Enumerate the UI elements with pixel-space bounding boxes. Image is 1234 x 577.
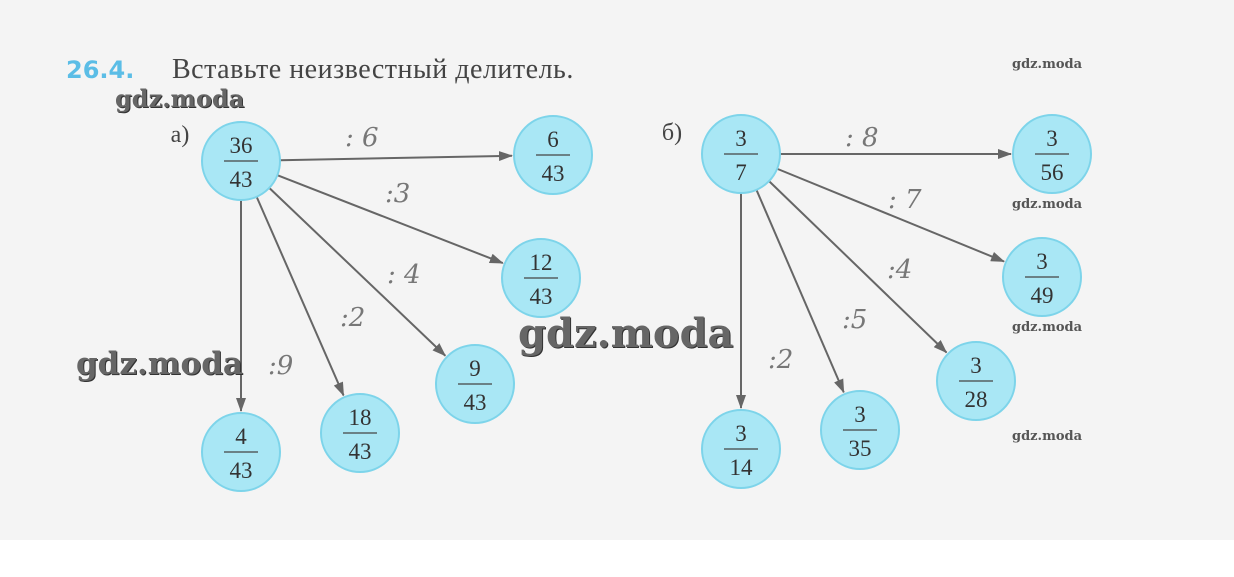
arrow xyxy=(276,174,504,265)
target-fraction-denominator: 56 xyxy=(1041,160,1064,185)
arrow xyxy=(279,151,514,162)
target-fraction-denominator: 43 xyxy=(464,390,487,415)
target-fraction-denominator: 28 xyxy=(965,387,988,412)
target-fraction-numerator: 3 xyxy=(854,402,866,427)
source-fraction-numerator: 36 xyxy=(230,133,253,158)
watermark: gdz.moda xyxy=(1012,320,1083,335)
divisor-label: :2 xyxy=(768,345,793,375)
target-fraction-denominator: 49 xyxy=(1031,283,1054,308)
divisor-label: : 4 xyxy=(387,260,421,290)
target-fraction-numerator: 18 xyxy=(349,405,372,430)
arrow xyxy=(768,180,948,354)
target-fraction-denominator: 43 xyxy=(230,458,253,483)
divisor-label: : 7 xyxy=(888,185,922,215)
target-fraction-numerator: 9 xyxy=(469,356,481,381)
divisor-label: :5 xyxy=(842,305,867,335)
arrow xyxy=(755,189,845,394)
target-fraction-denominator: 43 xyxy=(542,161,565,186)
target-fraction-numerator: 6 xyxy=(547,127,559,152)
exercise-number: 26.4. xyxy=(66,56,135,84)
target-fraction-numerator: 3 xyxy=(1036,249,1048,274)
part-label: а) xyxy=(171,122,190,148)
source-fraction-numerator: 3 xyxy=(735,126,747,151)
target-fraction-denominator: 43 xyxy=(530,284,553,309)
target-fraction-numerator: 12 xyxy=(530,250,553,275)
target-fraction-denominator: 35 xyxy=(849,436,872,461)
target-fraction-numerator: 3 xyxy=(735,421,747,446)
arrow xyxy=(255,196,345,397)
divisor-label: :2 xyxy=(340,303,365,333)
divisor-label: : 8 xyxy=(845,123,879,153)
source-fraction-denominator: 43 xyxy=(230,167,253,192)
divisor-label: :4 xyxy=(887,255,912,285)
watermark: gdz.moda xyxy=(115,84,245,113)
watermark: gdz.moda xyxy=(1012,197,1083,212)
arrow xyxy=(776,167,1005,263)
watermark: gdz.moda xyxy=(1012,57,1083,72)
divisor-label: : 6 xyxy=(345,123,379,153)
target-fraction-numerator: 4 xyxy=(235,424,247,449)
arrow xyxy=(268,187,447,357)
target-fraction-denominator: 43 xyxy=(349,439,372,464)
divisor-label: :9 xyxy=(268,351,293,381)
watermark: gdz.moda xyxy=(1012,429,1083,444)
target-fraction-numerator: 3 xyxy=(970,353,982,378)
watermark: gdz.moda xyxy=(76,346,243,382)
target-fraction-numerator: 3 xyxy=(1046,126,1058,151)
part-label: б) xyxy=(662,120,682,146)
divisor-label: :3 xyxy=(385,179,410,209)
target-fraction-denominator: 14 xyxy=(730,455,754,480)
watermark: gdz.moda xyxy=(518,310,734,357)
source-fraction-denominator: 7 xyxy=(735,160,747,185)
exercise-title: Вставьте неизвестный делитель. xyxy=(172,54,574,85)
